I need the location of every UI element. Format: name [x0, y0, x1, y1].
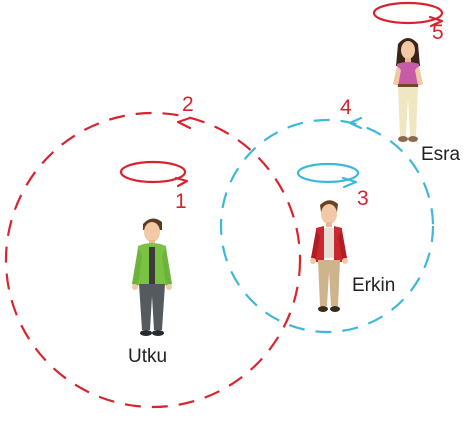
blue-dashed-orbit	[219, 118, 435, 334]
utku-figure: Utku	[128, 218, 172, 367]
marker-5: 5	[432, 21, 444, 44]
person-green-shirt-icon	[132, 218, 172, 336]
esra-figure: Esra	[393, 38, 461, 165]
esra-spin-arrow-icon	[428, 15, 444, 28]
marker-3: 3	[357, 187, 369, 210]
esra-spin-loop	[372, 1, 444, 25]
blue-orbit-arrow-icon	[348, 116, 363, 130]
red-dashed-orbit	[4, 111, 302, 409]
marker-2: 2	[182, 93, 194, 116]
marker-4: 4	[340, 96, 352, 119]
utku-spin-loop	[119, 160, 187, 184]
esra-name: Esra	[421, 144, 461, 165]
person-red-jacket-icon	[310, 200, 348, 312]
erkin-figure: Erkin	[310, 200, 395, 312]
erkin-name: Erkin	[352, 275, 395, 296]
person-pink-top-icon	[393, 38, 423, 142]
utku-name: Utku	[128, 346, 167, 367]
red-orbit-arrow-icon	[176, 116, 192, 130]
erkin-spin-arrow-icon	[341, 176, 358, 189]
erkin-spin-loop	[296, 162, 360, 184]
utku-spin-arrow-icon	[174, 176, 189, 188]
marker-1: 1	[175, 190, 187, 213]
